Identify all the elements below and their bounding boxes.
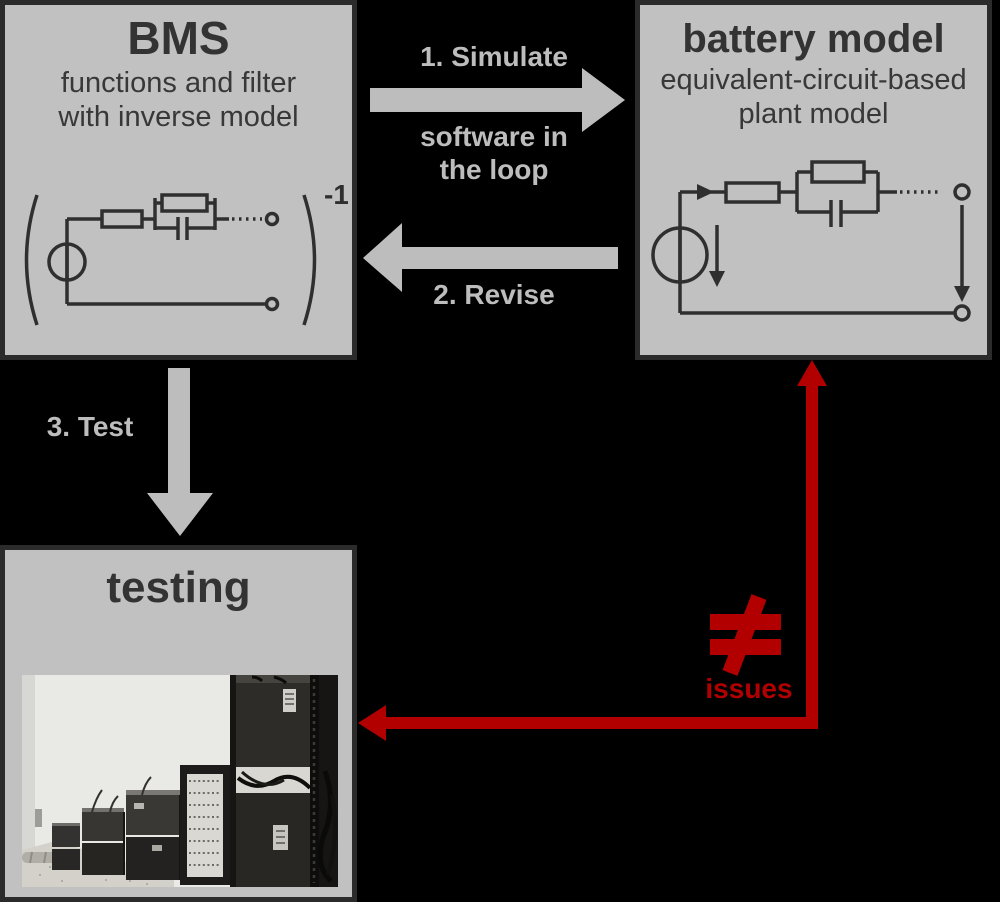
- terminal-bottom: [264, 296, 280, 312]
- bms-box: BMS functions and filter with inverse mo…: [0, 0, 357, 360]
- sil-line1: software in: [420, 121, 568, 152]
- resistor-icon: [100, 209, 144, 229]
- equivalent-circuit-icon: [651, 160, 971, 322]
- battery-subtitle-line1: equivalent-circuit-based: [660, 64, 967, 96]
- terminal-top: [953, 183, 971, 201]
- wire-arrowhead: [697, 184, 714, 200]
- battery-subtitle-line2: plant model: [738, 98, 889, 130]
- simulate-label: 1. Simulate: [420, 41, 568, 72]
- battery-model-subtitle: equivalent-circuit-based plant model: [640, 63, 987, 131]
- battery-test-bench-racks-photo: [22, 675, 338, 887]
- battery-model-box: battery model equivalent-circuit-based p…: [635, 0, 992, 360]
- testing-box: testing: [0, 545, 357, 902]
- issues-arrowhead-up: [797, 360, 827, 386]
- terminal-bottom: [953, 304, 971, 322]
- testing-title: testing: [106, 563, 251, 612]
- photo-perforated-rack: [180, 765, 230, 885]
- rc-resistor-icon: [160, 193, 209, 213]
- photo-cabinet-row: [52, 776, 181, 880]
- inverse-equivalent-circuit-icon: -1: [24, 179, 348, 326]
- right-paren: [302, 194, 317, 326]
- issues-arrowhead-left: [358, 705, 386, 741]
- inverse-exponent: -1: [324, 179, 348, 210]
- revise-label: 2. Revise: [433, 279, 555, 310]
- photo-rack-closeup: [230, 675, 338, 887]
- software-in-the-loop-label: software in the loop: [363, 120, 625, 186]
- resistor-icon: [724, 181, 781, 204]
- bms-subtitle-line2: with inverse model: [58, 100, 299, 133]
- test-arrow: [147, 368, 213, 536]
- bms-subtitle-line1: functions and filter: [60, 66, 297, 99]
- terminal-top: [264, 211, 280, 227]
- left-paren: [24, 194, 39, 326]
- bms-subtitle: functions and filter with inverse model: [5, 66, 352, 134]
- rc-resistor-icon: [810, 160, 866, 184]
- issues-label: issues: [705, 673, 793, 704]
- sil-line2: the loop: [439, 154, 549, 185]
- battery-model-title: battery model: [682, 17, 945, 61]
- bms-title: BMS: [127, 12, 230, 64]
- test-label: 3. Test: [46, 411, 134, 442]
- not-equal-icon: [710, 594, 781, 676]
